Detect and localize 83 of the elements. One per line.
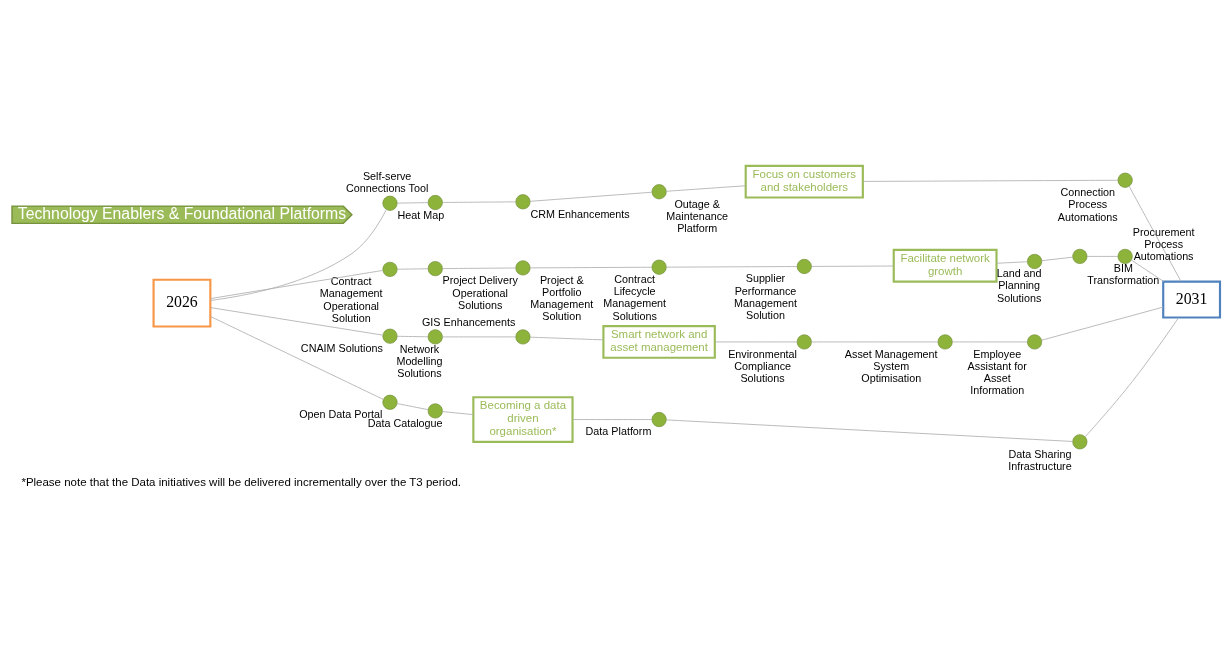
connector: [714, 341, 798, 343]
connector: [1084, 317, 1179, 438]
node-box: Smart network and asset management: [602, 325, 716, 359]
connector: [1128, 185, 1182, 282]
node-label: CNAIM Solutions: [300, 342, 383, 354]
node-circle: [1117, 172, 1133, 188]
node-circle: [382, 261, 398, 277]
node-label: Open Data Portal: [299, 408, 383, 421]
connector: [996, 261, 1028, 264]
node-label: Environmental Compliance Solutions: [728, 347, 798, 385]
connector: [862, 179, 1119, 182]
connector: [396, 268, 429, 270]
connector: [210, 209, 387, 301]
node-circle: [427, 261, 443, 277]
node-circle: [1072, 248, 1088, 264]
caption: *Please note that the Data initiatives will be delivered incrementally over the T3 period.: [21, 475, 462, 488]
connector: [396, 403, 429, 411]
connector: [665, 266, 798, 268]
connector: [1130, 259, 1165, 282]
node-label: Project Delivery Operational Solutions: [442, 274, 518, 311]
connector: [442, 267, 517, 269]
node-circle: [937, 334, 953, 350]
node-label: Supplier Performance Management Solution: [734, 272, 797, 321]
connector: [442, 336, 517, 338]
connector: [442, 411, 474, 416]
node-label: Self-serve Connections Tool: [345, 169, 429, 194]
node-box: Facilitate network growth: [892, 248, 998, 283]
node-circle: [427, 329, 443, 345]
node-label: Procurement Process Automations: [1132, 225, 1195, 263]
node-label: Employee Assistant for Asset Information: [967, 347, 1027, 397]
node-circle: [382, 394, 398, 410]
connector: [210, 307, 383, 336]
node-box: Becoming a data driven organisation*: [472, 396, 574, 443]
connector: [1041, 256, 1074, 262]
node-label: Contract Lifecycle Management Solutions: [603, 273, 667, 322]
connector: [396, 335, 429, 338]
node-label: Project & Portfolio Management Solution: [530, 273, 594, 323]
node-circle: [1027, 253, 1043, 269]
connector: [811, 341, 939, 343]
node-label: Data Platform: [585, 425, 652, 438]
node-circle: [515, 260, 531, 276]
connector: [811, 265, 894, 267]
node-circle: [382, 328, 398, 344]
connector: [529, 191, 653, 202]
node-label: Outage & Maintenance Platform: [666, 197, 729, 234]
node-label: Contract Management Operational Solution: [319, 275, 383, 324]
node-label: Connection Process Automations: [1057, 186, 1118, 223]
node-label: Data Sharing Infrastructure: [1008, 447, 1072, 472]
connector: [396, 202, 429, 204]
connector: [952, 341, 1028, 343]
node-label: GIS Enhancements: [422, 316, 516, 329]
node-box: 2031: [1162, 280, 1222, 319]
node-label: BIM Transformation: [1087, 262, 1160, 287]
node-circle: [1072, 434, 1088, 450]
node-circle: [427, 195, 443, 211]
node-box: 2026: [152, 278, 212, 328]
node-circle: [651, 259, 667, 275]
node-circle: [515, 194, 531, 210]
connector: [1086, 256, 1119, 257]
connector: [442, 201, 517, 203]
node-label: CRM Enhancements: [530, 207, 630, 220]
connector: [1041, 306, 1164, 341]
connector: [210, 316, 384, 400]
connector: [529, 336, 604, 341]
node-circle: [796, 258, 812, 275]
connector: [665, 185, 747, 192]
node-circle: [651, 412, 667, 428]
node-circle: [796, 334, 812, 350]
node-box: Focus on customers and stakeholders: [744, 164, 864, 199]
node-label: Asset Management System Optimisation: [844, 347, 938, 385]
node-label: Heat Map: [397, 209, 445, 222]
node-circle: [1117, 248, 1133, 264]
node-circle: [515, 329, 531, 345]
connector: [529, 266, 653, 269]
node-label: Network Modelling Solutions: [396, 342, 443, 380]
connector: [666, 419, 1073, 442]
node-circle: [427, 403, 443, 419]
connector: [210, 270, 383, 299]
node-label: Land and Planning Solutions: [996, 267, 1042, 304]
node-circle: [1027, 334, 1043, 350]
node-circle: [651, 184, 667, 200]
node-circle: [382, 195, 398, 211]
connector: [572, 419, 653, 420]
